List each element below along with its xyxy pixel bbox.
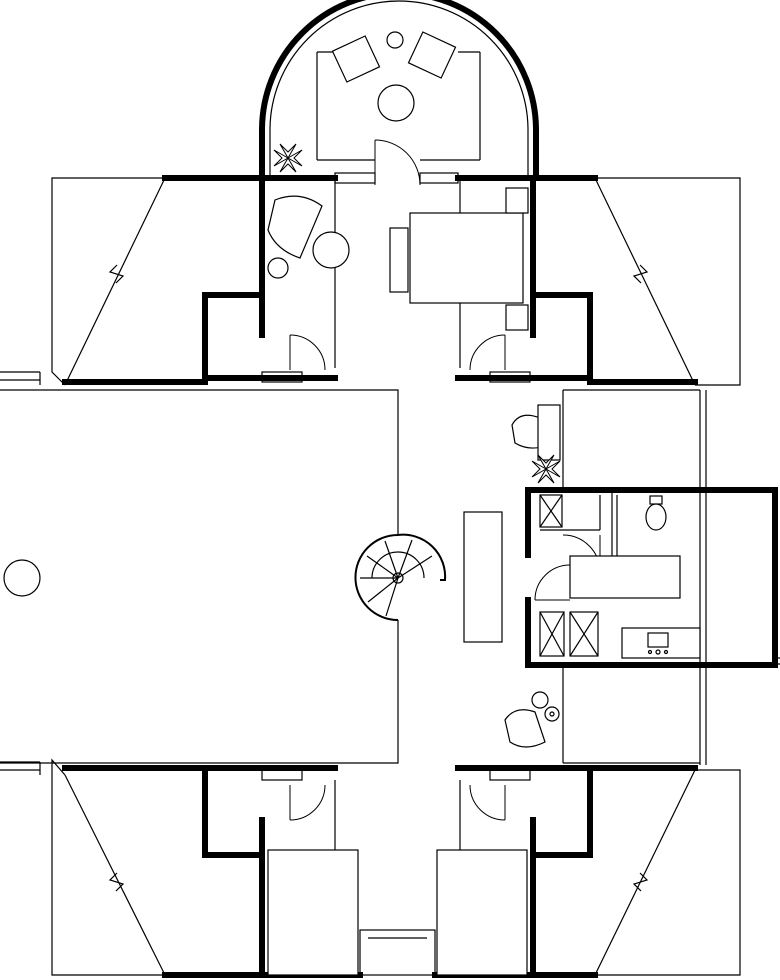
- round-table: [386, 31, 404, 49]
- armchair: [407, 31, 457, 79]
- single-bed: [436, 849, 528, 976]
- round-table: [531, 691, 549, 709]
- potted-plant: [531, 454, 561, 484]
- corridor-furniture: [504, 404, 561, 748]
- walls: [62, 0, 778, 978]
- double-bed: [409, 212, 524, 304]
- terraces: [0, 177, 780, 976]
- bathroom-fixtures: [539, 494, 701, 659]
- bay-study-furniture: [273, 31, 457, 173]
- bathtub: [569, 555, 681, 599]
- desk: [267, 195, 323, 259]
- round-table: [377, 84, 415, 122]
- spiral-stair: [354, 533, 447, 621]
- round-table: [505, 187, 529, 214]
- toilet: [645, 495, 667, 531]
- round-table: [312, 231, 350, 269]
- armchair: [331, 35, 381, 83]
- open-hall-furniture: [3, 511, 503, 643]
- round-table: [267, 257, 289, 279]
- sink: [621, 627, 701, 659]
- desk: [537, 404, 561, 461]
- potted-plant: [273, 143, 303, 173]
- bench: [389, 227, 409, 293]
- bottom-rooms-furniture: [267, 849, 528, 976]
- round-table: [505, 304, 529, 331]
- partitions: [0, 51, 700, 975]
- armchair: [504, 709, 546, 748]
- single-bed: [267, 849, 359, 976]
- bench: [463, 511, 503, 643]
- top-rooms-furniture: [267, 187, 529, 331]
- round-table: [3, 559, 41, 597]
- shower: [539, 611, 599, 657]
- shower: [539, 494, 563, 528]
